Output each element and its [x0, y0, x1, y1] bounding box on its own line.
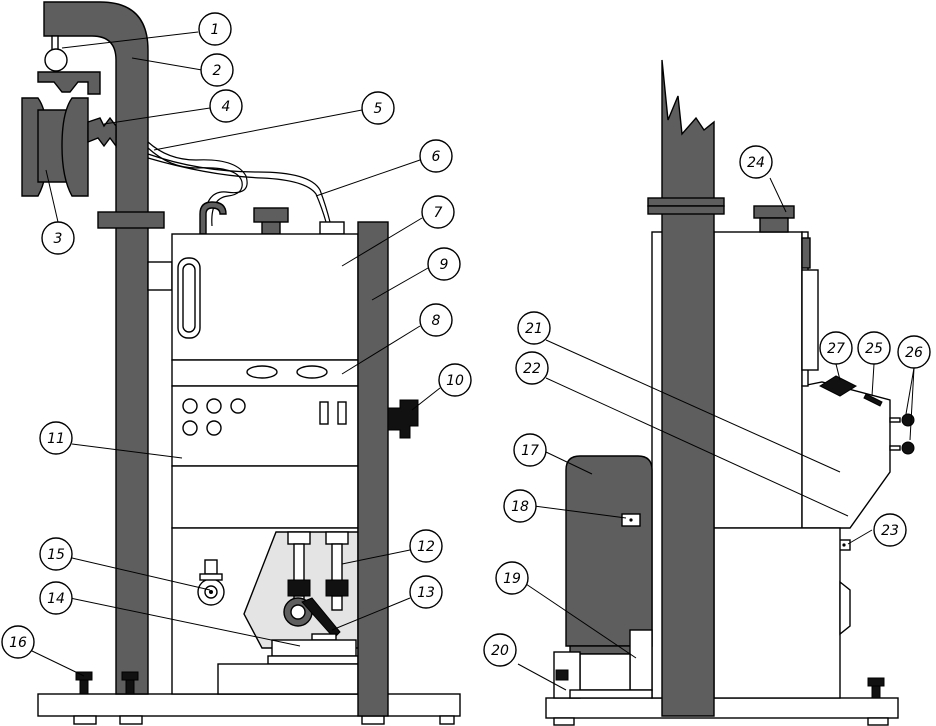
side-base-plate	[545, 697, 899, 719]
callout-1: 1	[198, 12, 232, 46]
svg-text:26: 26	[905, 345, 923, 361]
callout-9: 9	[427, 247, 461, 281]
callout-12: 12	[409, 529, 443, 563]
callout-16: 16	[1, 625, 35, 659]
upper-cabinet	[171, 233, 359, 361]
callout-10: 10	[438, 363, 472, 397]
clamp-block-right	[325, 579, 349, 597]
svg-text:15: 15	[47, 547, 65, 563]
svg-text:5: 5	[374, 101, 383, 117]
svg-text:9: 9	[440, 257, 449, 273]
callout-27: 27	[819, 331, 853, 365]
front-base-plate	[37, 693, 461, 717]
svg-text:7: 7	[434, 205, 443, 221]
callout-11: 11	[39, 421, 73, 455]
callout-23: 23	[873, 513, 907, 547]
side-handle	[387, 399, 419, 439]
callout-3: 3	[41, 221, 75, 255]
svg-text:11: 11	[47, 431, 65, 447]
side-column-collar	[647, 197, 725, 207]
callouts: 1 2 3 4 5 6 7 8 9 10 11 12 13 14 15 16 1…	[1, 12, 931, 667]
svg-text:10: 10	[446, 373, 464, 389]
column-collar	[97, 211, 165, 229]
svg-text:8: 8	[432, 313, 441, 329]
svg-text:18: 18	[511, 499, 529, 515]
svg-text:3: 3	[54, 231, 63, 247]
svg-text:20: 20	[491, 643, 509, 659]
svg-text:12: 12	[417, 539, 435, 555]
side-display	[818, 375, 858, 397]
side-upper-body	[713, 231, 803, 529]
svg-text:24: 24	[747, 155, 765, 171]
callout-18: 18	[503, 489, 537, 523]
front-pillar	[357, 221, 389, 717]
side-knob-top	[901, 413, 915, 427]
side-column	[661, 59, 715, 717]
side-view	[545, 59, 915, 726]
svg-text:17: 17	[521, 443, 539, 459]
svg-text:14: 14	[47, 591, 65, 607]
callout-6: 6	[419, 139, 453, 173]
top-knob	[253, 207, 289, 223]
callout-5: 5	[361, 91, 395, 125]
svg-text:21: 21	[525, 321, 543, 337]
callout-19: 19	[495, 561, 529, 595]
front-view	[21, 1, 461, 725]
side-lower-body	[713, 527, 841, 699]
callout-7: 7	[421, 195, 455, 229]
svg-text:23: 23	[881, 523, 899, 539]
clamp-block-left	[287, 579, 311, 597]
roller-holder	[37, 71, 101, 95]
callout-20: 20	[483, 633, 517, 667]
svg-text:1: 1	[211, 22, 220, 38]
side-top-cap	[753, 205, 795, 219]
side-knob-bottom	[901, 441, 915, 455]
svg-text:19: 19	[503, 571, 521, 587]
bellows-connector	[87, 116, 117, 149]
callout-2: 2	[200, 53, 234, 87]
svg-text:27: 27	[827, 341, 845, 357]
leader-lines	[29, 31, 915, 691]
callout-25: 25	[857, 331, 891, 365]
svg-text:4: 4	[222, 99, 231, 115]
callout-22: 22	[515, 351, 549, 385]
svg-text:13: 13	[417, 585, 435, 601]
pivot-ball	[44, 48, 68, 72]
callout-13: 13	[409, 575, 443, 609]
svg-text:16: 16	[9, 635, 27, 651]
callout-21: 21	[517, 311, 551, 345]
control-panel	[171, 385, 359, 467]
svg-text:22: 22	[523, 361, 541, 377]
callout-17: 17	[513, 433, 547, 467]
callout-8: 8	[419, 303, 453, 337]
callout-24: 24	[739, 145, 773, 179]
svg-text:2: 2	[213, 63, 222, 79]
motor-housing	[565, 455, 653, 647]
callout-14: 14	[39, 581, 73, 615]
side-switch	[863, 393, 883, 407]
svg-text:25: 25	[865, 341, 883, 357]
callout-4: 4	[209, 89, 243, 123]
callout-26: 26	[897, 335, 931, 369]
column-arm	[43, 1, 149, 695]
cable-bundle	[147, 141, 248, 227]
callout-15: 15	[39, 537, 73, 571]
svg-text:6: 6	[432, 149, 441, 165]
